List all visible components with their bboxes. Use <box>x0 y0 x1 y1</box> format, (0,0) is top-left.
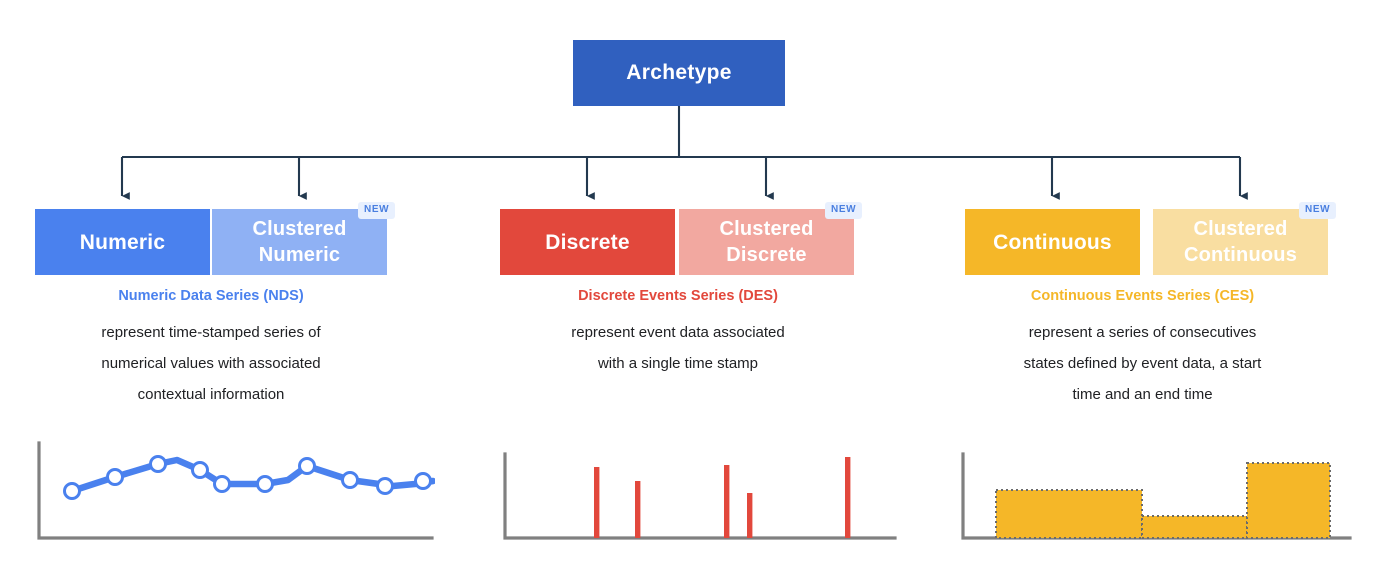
node-numeric[interactable]: Numeric <box>35 209 210 275</box>
archetype-root-label: Archetype <box>626 61 732 84</box>
node-clustered-continuous[interactable]: Clustered Continuous <box>1153 209 1328 275</box>
caption-discrete: Discrete Events Series (DES) represent e… <box>487 288 869 379</box>
badge-new-clustered-discrete: NEW <box>825 202 863 219</box>
caption-numeric-line-1: represent time-stamped series of <box>101 324 321 341</box>
node-discrete-label: Discrete <box>545 230 630 254</box>
node-clustered-numeric-label: Clustered Numeric <box>246 216 352 268</box>
line-1: Clustered <box>1193 218 1288 240</box>
node-clustered-continuous-label: Clustered Continuous <box>1178 216 1303 268</box>
line-2: Discrete <box>726 244 807 266</box>
chart-spikes <box>594 457 851 538</box>
chart-state-blocks <box>995 462 1331 539</box>
line-2: Continuous <box>1183 244 1298 266</box>
state-block-2 <box>1141 515 1248 539</box>
caption-continuous: Continuous Events Series (CES) represent… <box>945 288 1340 410</box>
line-1: Clustered <box>719 218 814 240</box>
node-discrete[interactable]: Discrete <box>500 209 675 275</box>
chart-axis <box>37 441 434 540</box>
line-1: Clustered <box>252 218 347 240</box>
state-block-1 <box>995 489 1143 539</box>
chart-markers <box>63 455 432 500</box>
chart-axis <box>503 452 897 540</box>
caption-continuous-line-3: time and an end time <box>1072 386 1213 403</box>
caption-continuous-line-2: states defined by event data, a start <box>1023 355 1262 372</box>
caption-numeric-line-2: numerical values with associated <box>101 355 321 372</box>
node-clustered-discrete-label: Clustered Discrete <box>713 216 819 268</box>
caption-discrete-title: Discrete Events Series (DES) <box>578 288 778 304</box>
node-numeric-label: Numeric <box>79 230 166 254</box>
caption-numeric-line-3: contextual information <box>137 386 285 403</box>
node-clustered-numeric[interactable]: Clustered Numeric <box>212 209 387 275</box>
state-block-3 <box>1246 462 1331 539</box>
chart-discrete-events-series <box>503 452 897 540</box>
archetype-root-node[interactable]: Archetype <box>573 40 785 106</box>
node-continuous-label: Continuous <box>993 230 1112 254</box>
chart-continuous-events-series <box>961 452 1352 540</box>
caption-continuous-line-1: represent a series of consecutives <box>1028 324 1257 341</box>
connector-tree <box>120 106 1248 200</box>
caption-discrete-line-2: with a single time stamp <box>597 355 759 372</box>
badge-new-clustered-continuous: NEW <box>1299 202 1337 219</box>
caption-discrete-line-1: represent event data associated <box>571 324 785 341</box>
node-clustered-discrete[interactable]: Clustered Discrete <box>679 209 854 275</box>
badge-new-clustered-numeric: NEW <box>358 202 396 219</box>
caption-numeric-title: Numeric Data Series (NDS) <box>118 288 304 304</box>
caption-continuous-title: Continuous Events Series (CES) <box>1030 288 1255 304</box>
caption-numeric: Numeric Data Series (NDS) represent time… <box>20 288 402 410</box>
line-2: Numeric <box>258 244 341 266</box>
node-continuous[interactable]: Continuous <box>965 209 1140 275</box>
chart-numeric-data-series <box>37 441 435 540</box>
